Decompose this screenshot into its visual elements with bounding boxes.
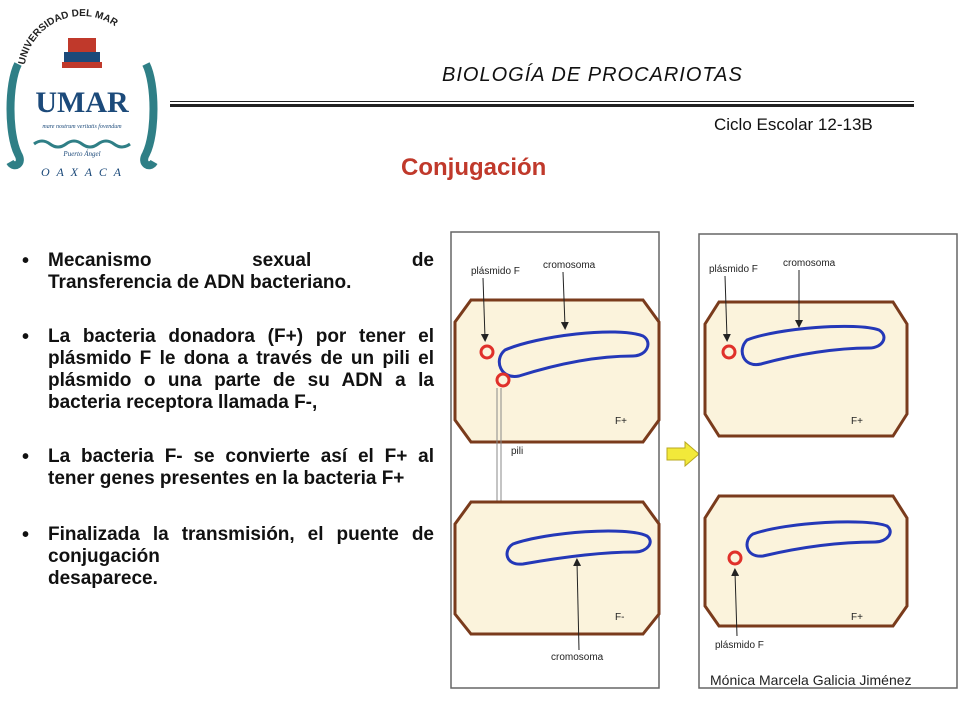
slide-title: Conjugación	[401, 154, 547, 181]
recipient-cell-after	[703, 494, 909, 628]
cell-type-label: F+	[851, 612, 863, 623]
pili-label: pili	[511, 446, 523, 457]
logo-motto: mare nostrum veritatis fovendum	[42, 123, 122, 130]
logo-campus: Puerto Ángel	[62, 150, 100, 158]
bullet-text: La bacteria F- se convierte así el F+ al…	[48, 446, 434, 489]
recipient-cell	[453, 500, 661, 636]
chromosome-shape	[497, 330, 650, 378]
cell-type-label: F+	[851, 416, 863, 427]
plasmid-circle	[479, 344, 495, 360]
plasmid-circle	[727, 550, 743, 566]
author-credit: Mónica Marcela Galicia Jiménez	[710, 672, 912, 688]
university-logo: UNIVERSIDAD DEL MAR UMAR mare nostrum ve…	[4, 4, 160, 184]
plasmid-label: plásmido F	[709, 264, 758, 275]
chromosome-label: cromosoma	[551, 652, 604, 663]
chromosome-label: cromosoma	[543, 260, 596, 271]
bullet-text: La bacteria donadora (F+) por tener el p…	[48, 326, 434, 413]
chromosome-shape	[740, 324, 886, 367]
conjugation-diagram: plásmido F cromosoma F+ pili cromosoma F…	[447, 228, 960, 690]
bullet-item: La bacteria donadora (F+) por tener el p…	[20, 326, 434, 414]
plasmid-label: plásmido F	[471, 266, 520, 277]
chromosome-label: cromosoma	[783, 258, 836, 269]
course-title: BIOLOGÍA DE PROCARIOTAS	[442, 64, 743, 86]
bullet-text-continued: desaparece.	[48, 568, 158, 589]
chromosome-shape	[745, 520, 892, 558]
transition-arrow	[666, 440, 700, 468]
plasmid-label: plásmido F	[715, 640, 764, 651]
bullet-list: Mecanismo sexual de Transferencia de ADN…	[20, 250, 434, 590]
donor-cell-after	[703, 300, 909, 438]
bullet-item: Mecanismo sexual de Transferencia de ADN…	[20, 250, 434, 294]
cell-type-label: F+	[615, 416, 627, 427]
bullet-item: La bacteria F- se convierte así el F+ al…	[20, 446, 434, 490]
bullet-text: Mecanismo sexual de	[48, 250, 434, 271]
logo-monogram: UMAR	[35, 86, 129, 119]
header-rule-thin	[170, 101, 914, 102]
school-cycle: Ciclo Escolar 12-13B	[714, 115, 873, 134]
plasmid-circle	[721, 344, 737, 360]
donor-cell	[453, 298, 661, 444]
bullet-item: Finalizada la transmisión, el puente de …	[20, 524, 434, 590]
cell-type-label: F-	[615, 612, 624, 623]
bullet-text: Finalizada la transmisión, el puente de …	[48, 524, 434, 567]
chromosome-shape	[505, 529, 652, 566]
header-rule-thick	[170, 104, 914, 107]
logo-state: O A X A C A	[41, 165, 123, 179]
plasmid-circle	[495, 372, 511, 388]
bullet-text-continued: Transferencia de ADN bacteriano.	[48, 272, 352, 293]
